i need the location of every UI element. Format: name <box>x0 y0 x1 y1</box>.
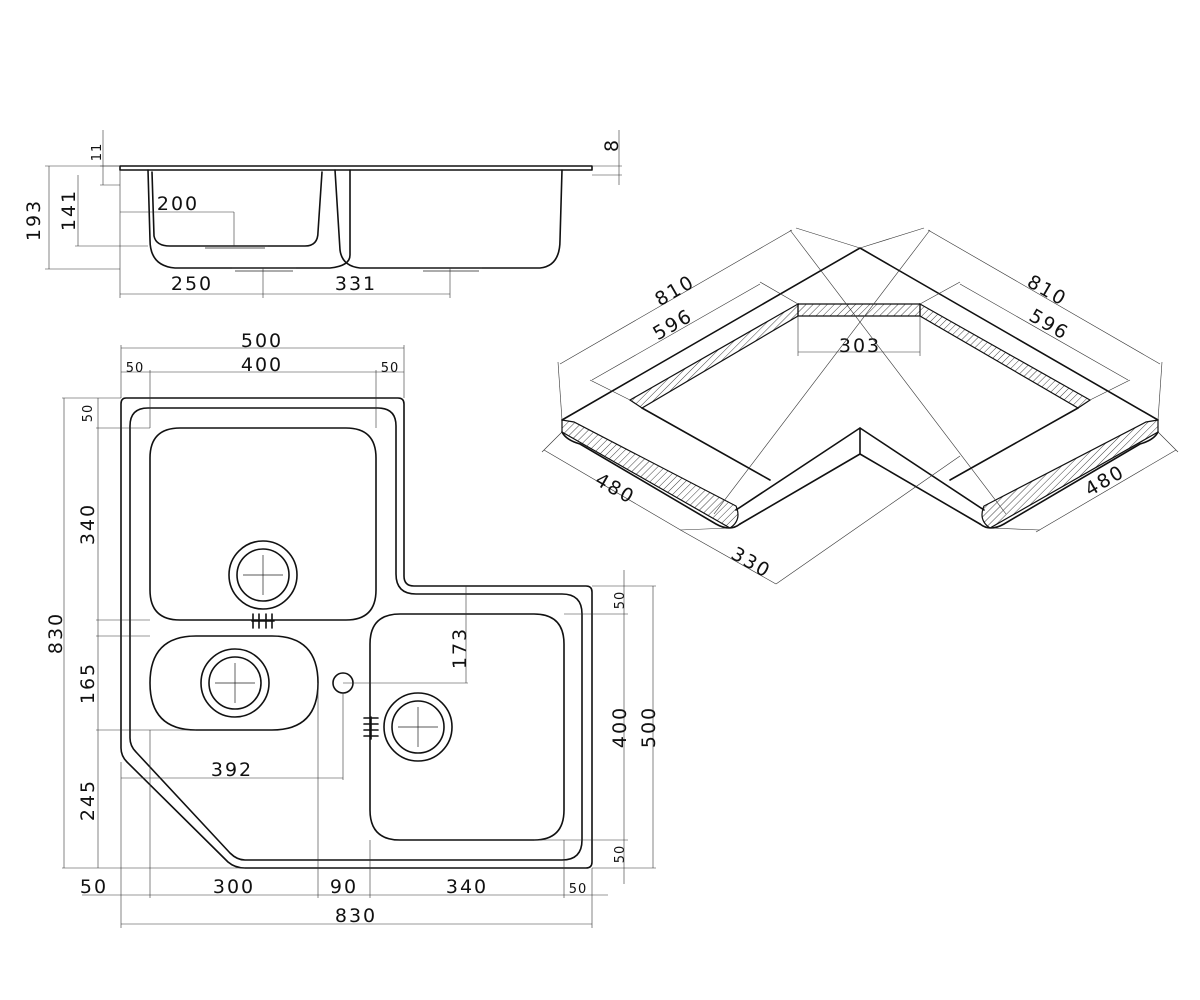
dim-500-top: 500 <box>241 330 283 352</box>
side-view-dimensions: 11 8 193 141 200 250 331 <box>23 130 623 298</box>
dim-141: 141 <box>58 189 80 231</box>
dim-392: 392 <box>211 759 253 781</box>
cutout-view: 810 596 810 596 303 480 <box>541 227 1179 585</box>
cutout-view-outline <box>561 247 1159 529</box>
dim-810-left: 810 <box>651 271 699 311</box>
cutout-view-dimensions: 810 596 810 596 303 480 <box>541 227 1179 585</box>
dim-830-horizontal: 830 <box>335 905 377 927</box>
dim-500-right: 500 <box>638 706 660 748</box>
dim-8: 8 <box>601 138 623 152</box>
side-view: 11 8 193 141 200 250 331 <box>23 130 623 298</box>
plan-view: 500 400 50 50 830 50 340 165 245 173 <box>45 330 660 928</box>
dim-193: 193 <box>23 199 45 241</box>
dim-245: 245 <box>77 779 99 821</box>
dim-400-top: 400 <box>241 354 283 376</box>
drain-fittings <box>200 540 453 762</box>
dim-50-top-right: 50 <box>381 361 400 376</box>
side-view-outline <box>119 165 593 272</box>
dim-50-bottom-left: 50 <box>80 876 108 898</box>
dim-90: 90 <box>330 876 358 898</box>
dim-50-right-bottom: 50 <box>613 845 628 864</box>
dim-50-bottom-right: 50 <box>569 882 588 897</box>
dim-330: 330 <box>727 543 775 583</box>
dim-11: 11 <box>90 143 105 162</box>
dim-810-right: 810 <box>1023 271 1071 311</box>
dim-340-bottom: 340 <box>446 876 488 898</box>
dim-340-left: 340 <box>77 503 99 545</box>
dim-50-top-left: 50 <box>126 361 145 376</box>
dim-303: 303 <box>839 335 881 357</box>
dim-165: 165 <box>77 662 99 704</box>
plan-view-dimensions: 500 400 50 50 830 50 340 165 245 173 <box>45 330 660 928</box>
dim-50-right-top: 50 <box>613 591 628 610</box>
dim-331: 331 <box>335 273 377 295</box>
dim-200: 200 <box>157 193 199 215</box>
dim-250: 250 <box>171 273 213 295</box>
dim-300: 300 <box>213 876 255 898</box>
dim-400-right: 400 <box>609 706 631 748</box>
dim-596-left: 596 <box>649 305 697 345</box>
dim-173: 173 <box>449 627 471 669</box>
dim-830-vertical: 830 <box>45 612 67 654</box>
plan-view-outline <box>120 397 593 869</box>
dim-50-left-top: 50 <box>81 404 96 423</box>
dim-596-right: 596 <box>1025 305 1073 345</box>
